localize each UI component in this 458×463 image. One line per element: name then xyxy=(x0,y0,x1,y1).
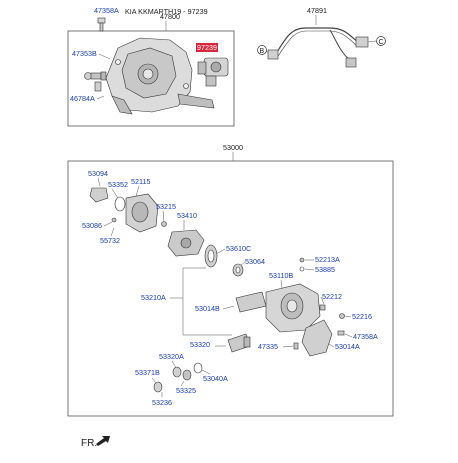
top-assembly: 47800 KIA KKMARTH19 - 97239 47358A 47353… xyxy=(67,6,235,127)
pinion-seal-icon xyxy=(193,362,203,374)
part-53371B-label[interactable]: 53371B xyxy=(135,368,160,377)
bearing-icon xyxy=(232,263,244,277)
harness-47891-label[interactable]: 47891 xyxy=(307,6,327,15)
group-bracket xyxy=(182,267,232,336)
main-assembly-frame xyxy=(67,160,394,417)
yoke-icon xyxy=(89,187,109,203)
bolt-icon xyxy=(97,17,106,32)
part-53410-label[interactable]: 53410 xyxy=(177,211,197,220)
gasket-icon xyxy=(299,266,305,272)
vent-plug-icon xyxy=(293,342,299,350)
differential-case-icon xyxy=(167,229,205,257)
top-assembly-frame xyxy=(67,30,235,127)
seal-icon xyxy=(94,81,102,92)
part-55732-label[interactable]: 55732 xyxy=(100,236,120,245)
fill-plug-icon xyxy=(339,313,345,319)
part-53236-label[interactable]: 53236 xyxy=(152,398,172,407)
washer-icon xyxy=(161,221,167,227)
connector-c-plug xyxy=(345,36,369,68)
carrier-housing-icon xyxy=(265,283,321,333)
front-indicator: FR. xyxy=(81,436,110,449)
part-46784A-label[interactable]: 46784A xyxy=(70,94,95,103)
part-53040A-label[interactable]: 53040A xyxy=(203,374,228,383)
part-52213A-label[interactable]: 52213A xyxy=(315,255,340,264)
part-53610C-label[interactable]: 53610C xyxy=(226,244,251,253)
bolt-small-icon xyxy=(111,217,117,223)
drive-pinion-icon xyxy=(227,333,251,353)
connector-b-callout xyxy=(257,45,267,55)
highlight-97239 xyxy=(196,43,218,52)
pinion-bearing-icon xyxy=(235,291,267,313)
ring-gear-icon xyxy=(204,244,218,268)
part-52115-label[interactable]: 52115 xyxy=(131,177,150,186)
part-53014A-label[interactable]: 53014A xyxy=(335,342,360,351)
assembly-53000-label[interactable]: 53000 xyxy=(223,143,243,152)
plug-icon xyxy=(299,257,305,263)
shim-icon xyxy=(153,381,163,393)
part-47335-label[interactable]: 47335 xyxy=(258,342,278,351)
part-53325-label[interactable]: 53325 xyxy=(176,386,196,395)
connector-b-plug xyxy=(267,49,279,60)
sensor-icon xyxy=(84,71,107,81)
part-47358A-label[interactable]: 47358A xyxy=(353,332,378,341)
front-label: FR. xyxy=(81,438,97,449)
assembly-47800-label[interactable]: 47800 xyxy=(160,12,180,21)
connector-b-letter: B xyxy=(260,48,265,55)
part-53320-label[interactable]: 53320 xyxy=(190,340,210,349)
cover-housing-icon xyxy=(125,193,159,233)
model-caption: KIA KKMARTH19 - 97239 xyxy=(125,7,208,16)
part-47358A-top-label[interactable]: 47358A xyxy=(94,6,119,15)
part-52212-label[interactable]: 52212 xyxy=(322,292,342,301)
part-53086-label[interactable]: 53086 xyxy=(82,221,102,230)
connector-c-letter: C xyxy=(379,39,384,46)
actuator-motor-icon xyxy=(197,57,229,87)
part-52216-label[interactable]: 52216 xyxy=(352,312,372,321)
part-53215-label[interactable]: 53215 xyxy=(156,202,176,211)
connector-c-callout xyxy=(376,36,386,46)
part-53064-label[interactable]: 53064 xyxy=(245,257,265,266)
harness-wire xyxy=(274,27,359,56)
drain-plug-icon xyxy=(319,304,326,311)
part-53352-label[interactable]: 53352 xyxy=(108,180,128,189)
main-assembly: 53000 53094 53352 52115 53086 55732 5321… xyxy=(67,143,394,417)
oil-seal-icon xyxy=(114,196,126,212)
part-53320A-label[interactable]: 53320A xyxy=(159,352,184,361)
part-53110B-label[interactable]: 53110B xyxy=(269,271,293,280)
front-arrow-icon xyxy=(96,436,110,446)
part-97239-label[interactable]: 97239 xyxy=(197,43,217,52)
spacer-icon xyxy=(172,366,192,381)
part-53094-label[interactable]: 53094 xyxy=(88,169,108,178)
transfer-case-housing xyxy=(105,37,215,115)
part-53014B-label[interactable]: 53014B xyxy=(195,304,220,313)
part-47353B-label[interactable]: 47353B xyxy=(72,49,97,58)
rear-cover-icon xyxy=(301,319,333,357)
harness-assembly: 47891 B C xyxy=(257,6,386,68)
part-53210A-label[interactable]: 53210A xyxy=(141,293,166,302)
mount-bolt-icon xyxy=(337,330,345,336)
part-53885-label[interactable]: 53885 xyxy=(315,265,335,274)
